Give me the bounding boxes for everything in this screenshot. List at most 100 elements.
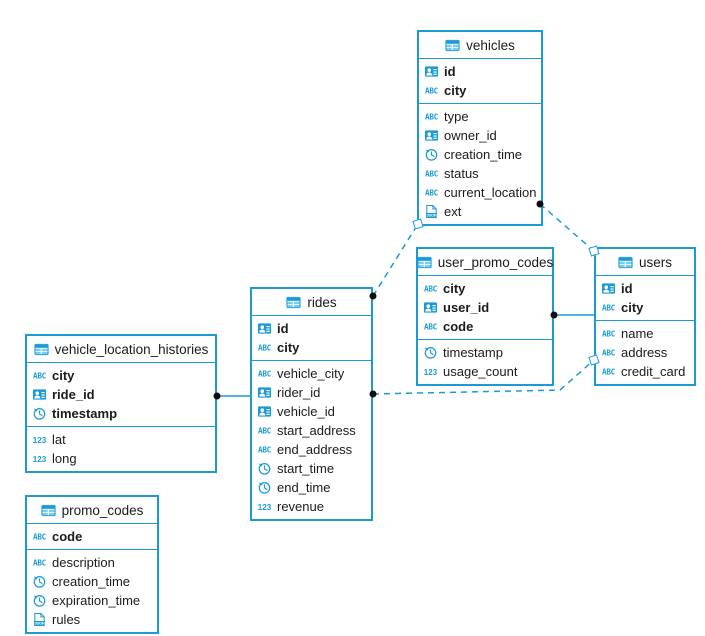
column-row-end_time[interactable]: end_time [252, 478, 371, 497]
clock-icon [425, 149, 438, 161]
abc-icon: ABC [425, 112, 439, 121]
json-document-icon: JSON [426, 204, 437, 219]
column-row-owner_id[interactable]: owner_id [419, 126, 541, 145]
clock-icon [33, 595, 46, 607]
svg-text:ABC: ABC [602, 303, 616, 312]
column-row-status[interactable]: ABC status [419, 164, 541, 183]
column-label: id [621, 281, 633, 296]
table-header-vehicles[interactable]: vehicles [419, 32, 541, 59]
column-row-end_address[interactable]: ABC end_address [252, 440, 371, 459]
table-header-user_promo_codes[interactable]: user_promo_codes [417, 249, 554, 276]
abc-icon: ABC [424, 322, 438, 331]
column-label: status [444, 166, 479, 181]
table-grid-icon [41, 504, 56, 516]
person-card-icon [257, 323, 272, 334]
person-card-icon [601, 283, 616, 294]
column-row-ride_id[interactable]: ride_id [27, 385, 215, 404]
column-row-id[interactable]: id [596, 279, 694, 298]
abc-icon: ABC [33, 371, 47, 380]
column-label: owner_id [444, 128, 497, 143]
abc-icon: ABC [258, 445, 272, 454]
column-label: end_address [277, 442, 353, 457]
svg-text:123: 123 [33, 436, 47, 445]
clock-icon [424, 347, 437, 359]
svg-text:ABC: ABC [602, 367, 616, 376]
person-card-icon [257, 387, 272, 398]
table-header-users[interactable]: users [596, 249, 694, 276]
svg-text:ABC: ABC [602, 329, 616, 338]
abc-icon: ABC [33, 532, 47, 541]
column-label: id [444, 64, 456, 79]
column-row-expiration_time[interactable]: expiration_time [27, 591, 157, 610]
svg-text:123: 123 [33, 455, 47, 464]
abc-icon: ABC [33, 558, 47, 567]
column-label: city [52, 368, 75, 383]
column-row-vehicle_city[interactable]: ABC vehicle_city [252, 364, 371, 383]
table-title: rides [307, 294, 337, 310]
column-row-user_id[interactable]: user_id [418, 298, 552, 317]
svg-text:ABC: ABC [602, 348, 616, 357]
column-row-timestamp[interactable]: timestamp [27, 404, 215, 423]
column-row-creation_time[interactable]: creation_time [419, 145, 541, 164]
column-row-rider_id[interactable]: rider_id [252, 383, 371, 402]
relationship-line-vehicles-users[interactable] [539, 203, 595, 252]
column-row-id[interactable]: id [252, 319, 371, 338]
svg-text:ABC: ABC [258, 445, 272, 454]
column-label: expiration_time [52, 593, 141, 608]
json-document-icon: JSON [34, 612, 45, 627]
table-header-promo_codes[interactable]: promo_codes [27, 497, 157, 524]
table-header-rides[interactable]: rides [252, 289, 371, 316]
column-label: end_time [277, 480, 331, 495]
relationship-line-vehicles-rides[interactable] [372, 223, 419, 297]
abc-icon: ABC [602, 303, 616, 312]
column-row-vehicle_id[interactable]: vehicle_id [252, 402, 371, 421]
column-row-id[interactable]: id [419, 62, 541, 81]
column-row-city[interactable]: ABC city [27, 366, 215, 385]
column-row-start_time[interactable]: start_time [252, 459, 371, 478]
column-row-timestamp[interactable]: timestamp [418, 343, 552, 362]
column-label: id [277, 321, 289, 336]
column-label: user_id [443, 300, 490, 315]
column-label: city [277, 340, 300, 355]
svg-text:ABC: ABC [425, 169, 439, 178]
table-title: users [638, 254, 672, 270]
relationship-source-dot-marker [536, 200, 544, 208]
column-row-code[interactable]: ABC code [27, 527, 157, 546]
table-title: user_promo_codes [437, 254, 554, 270]
table-header-vehicle_location_histories[interactable]: vehicle_location_histories [27, 336, 215, 363]
column-label: code [52, 529, 83, 544]
column-label: city [443, 281, 466, 296]
column-row-creation_time[interactable]: creation_time [27, 572, 157, 591]
relationship-source-dot-marker [369, 390, 377, 398]
abc-icon: ABC [258, 369, 272, 378]
column-label: vehicle_city [277, 366, 345, 381]
